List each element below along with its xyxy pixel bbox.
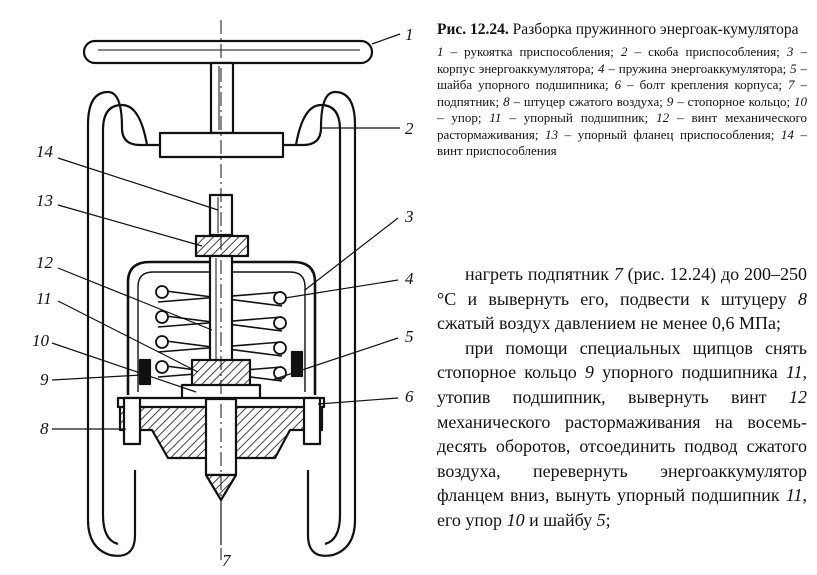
legend-number: 13 (545, 126, 559, 142)
leader-lines (51, 33, 401, 545)
callout-10: 10 (32, 331, 50, 350)
text-run: механического растормаживания на восемь-… (437, 411, 807, 506)
callout-2: 2 (405, 119, 414, 138)
legend-text: – упорный фланец приспособления; (558, 126, 781, 142)
legend-number: 8 (503, 93, 510, 109)
ref-number: 9 (584, 362, 594, 383)
ref-number: 5 (596, 509, 606, 530)
legend-text: – винт приспособления (437, 126, 807, 159)
callout-8: 8 (40, 419, 49, 438)
legend-number: 5 (790, 60, 797, 76)
thrust-flange (194, 234, 250, 258)
ref-number: 11 (785, 485, 803, 506)
legend-text: – упор; (437, 110, 490, 125)
text-run: ; (605, 509, 611, 530)
callout-7: 7 (222, 551, 232, 570)
caption-title-text: Разборка пружинного энергоак-кумулятора (508, 21, 799, 38)
legend-text: – скоба приспособления; (627, 44, 787, 59)
legend-text: – корпус энергоаккумулятора; (437, 44, 807, 76)
caption-label: Рис. 12.24. (437, 21, 509, 38)
caption-legend: 1 – рукоятка приспособления; 2 – скоба п… (437, 44, 807, 160)
callout-12: 12 (36, 253, 54, 272)
figure-caption: Рис. 12.24. Разборка пружинного энергоак… (437, 20, 807, 160)
legend-text: – стопорное кольцо; (673, 93, 794, 109)
legend-number: 6 (614, 77, 622, 92)
energy-accumulator-drawing: 1 2 3 4 5 6 7 8 9 10 11 12 13 14 (32, 20, 414, 570)
legend-text: – упорный подшипник; (501, 110, 657, 125)
ref-number: 11 (785, 362, 803, 383)
legend-text: – шайба упорного подшипника; (437, 60, 808, 93)
text-run: , его упор (437, 485, 807, 530)
legend-text: – штуцер сжатого воздуха; (509, 93, 667, 109)
legend-number: 7 (787, 77, 795, 92)
callout-4: 4 (405, 269, 414, 288)
legend-text: – болт крепления корпуса; (621, 77, 788, 92)
callout-11: 11 (36, 289, 52, 308)
callout-14: 14 (36, 142, 54, 161)
caption-title: Рис. 12.24. Разборка пружинного энергоак… (437, 20, 807, 40)
legend-number: 10 (794, 93, 807, 109)
ref-number: 10 (506, 509, 525, 530)
legend-number: 12 (656, 110, 670, 125)
legend-number: 14 (780, 126, 794, 142)
tool-handle (82, 39, 374, 65)
ref-number: 8 (798, 288, 807, 309)
callout-9: 9 (40, 370, 49, 389)
callout-6: 6 (405, 387, 414, 406)
legend-number: 4 (598, 60, 605, 76)
text-run: упорного подшипника (593, 362, 786, 383)
text-run: сжатый воздух давлением не менее 0,6 МПа… (437, 313, 781, 334)
body-text: нагреть подпятник 7 (рис. 12.24) до 200–… (437, 262, 807, 533)
ref-number: 12 (789, 386, 807, 407)
handle-stem (209, 61, 235, 135)
text-run: нагреть подпятник (465, 264, 614, 284)
legend-text: – подпятник; (437, 77, 807, 109)
legend-number: 2 (620, 44, 628, 59)
legend-text: – винт механического растормаживания; (437, 110, 807, 142)
legend-number: 3 (786, 44, 794, 59)
callout-5: 5 (405, 327, 414, 346)
text-run: , утопив подшипник, вывернуть винт (437, 362, 807, 407)
callout-3: 3 (404, 207, 414, 226)
legend-text: – рукоятка приспособления; (443, 44, 621, 59)
paragraph-1: нагреть подпятник 7 (рис. 12.24) до 200–… (437, 262, 807, 336)
text-run: (рис. 12.24) до 200–250 °С и вывернуть е… (437, 264, 807, 309)
legend-number: 11 (489, 110, 502, 125)
legend-number: 9 (666, 93, 674, 109)
tool-bracket (86, 90, 357, 557)
housing-bolts (122, 396, 322, 446)
legend-text: – пружина энергоаккумулятора; (604, 60, 791, 76)
legend-number: 1 (437, 44, 444, 59)
paragraph-2: при помощи специальных щипцов снять стоп… (437, 336, 807, 533)
callout-1: 1 (405, 25, 414, 44)
text-run: и шайбу (524, 509, 597, 530)
callout-13: 13 (36, 191, 53, 210)
retaining-ring (138, 350, 304, 386)
text-run: при помощи специальных щипцов снять стоп… (437, 337, 807, 383)
ref-number: 7 (613, 264, 623, 284)
